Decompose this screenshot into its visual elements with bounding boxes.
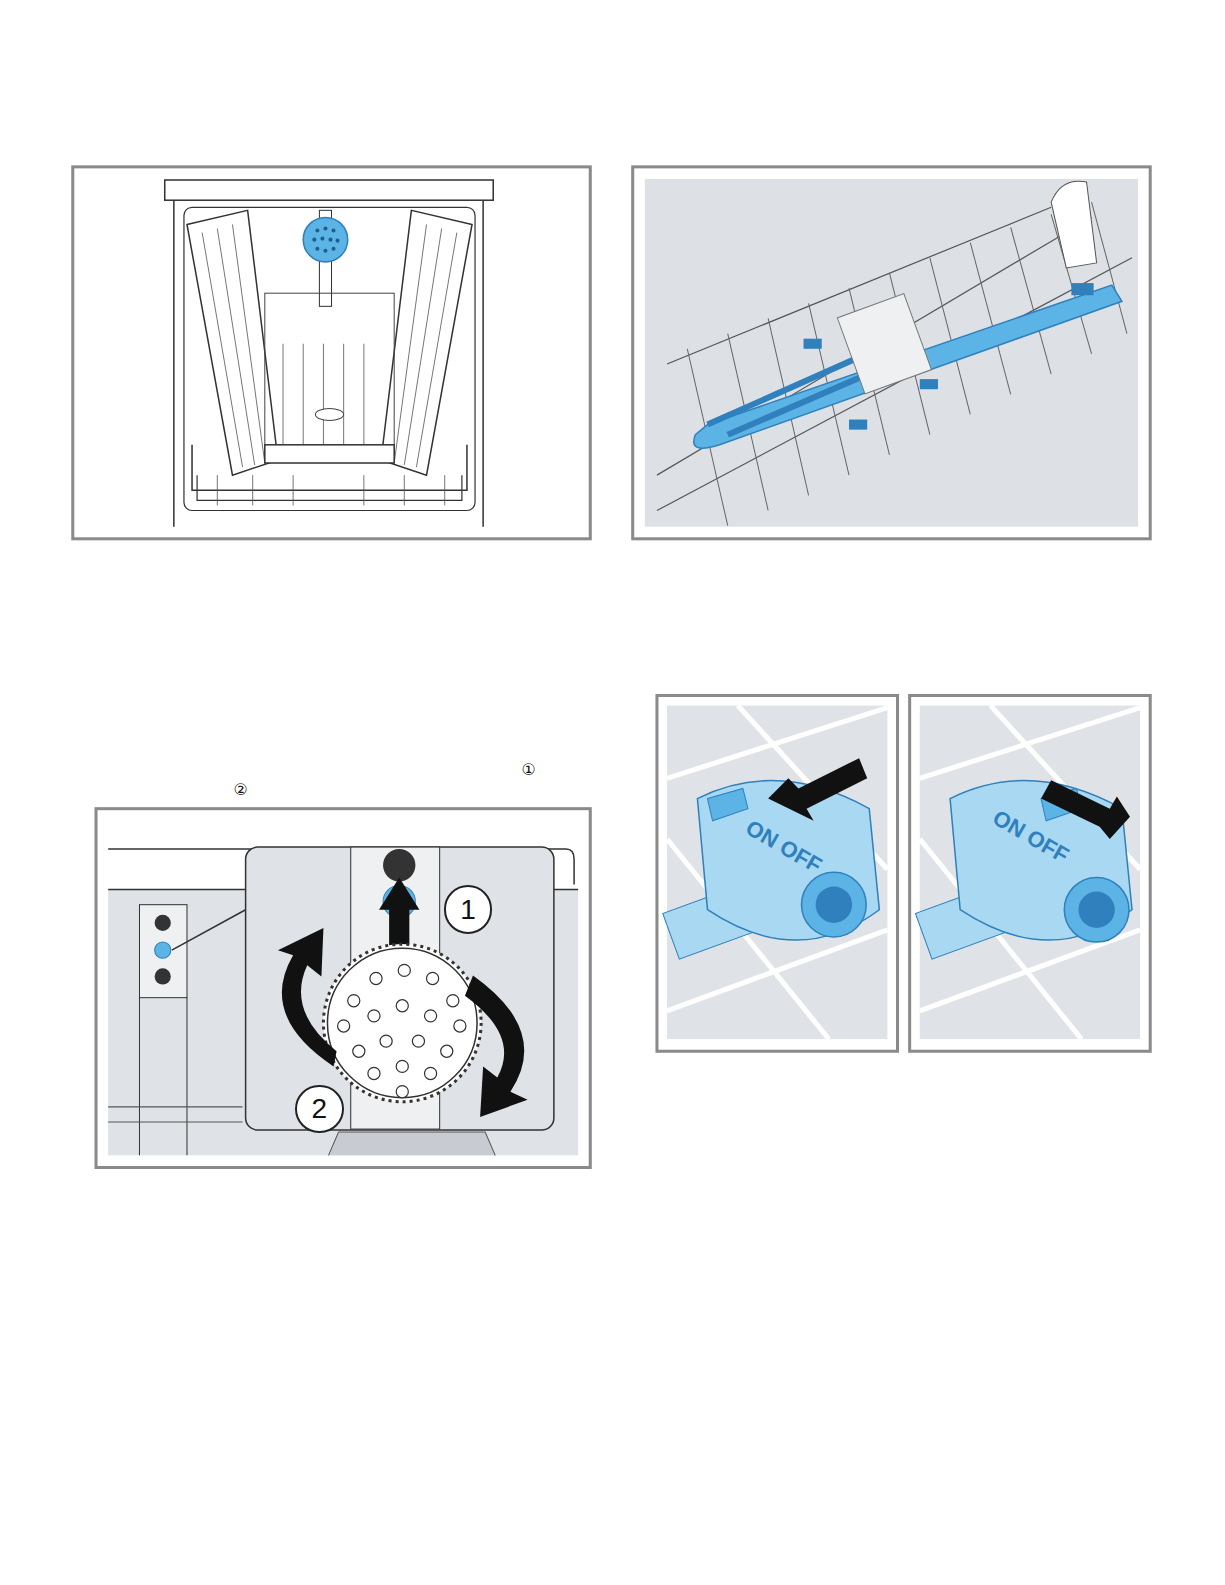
valve-on (657, 695, 898, 1051)
valve-off (910, 695, 1151, 1051)
callout-number: 1 (444, 885, 492, 933)
callout-number: 2 (295, 1085, 343, 1133)
sprinkler-removal (96, 809, 590, 1168)
spray-bar-rack (633, 167, 1150, 539)
step-marker: ① (521, 762, 535, 778)
dishwasher-front (73, 167, 590, 539)
step-marker: ② (233, 782, 247, 798)
